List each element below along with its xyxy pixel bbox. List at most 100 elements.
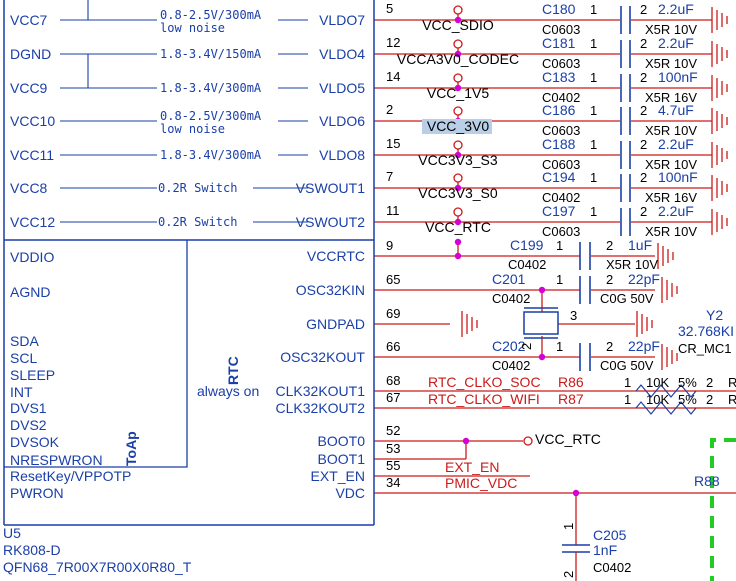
resistor-next-ref: R [728,375,736,390]
cap-value: 2.2uF [658,203,694,219]
pin-left-lower: SLEEP [10,367,55,383]
pin-left-lower: SCL [10,350,37,366]
pin-number: 5 [386,1,393,16]
pin-left-upper: VCC11 [10,147,54,163]
pin-left-upper: VCC8 [10,180,48,196]
pin-right-lower: BOOT0 [318,433,366,449]
rail-junction [454,84,462,92]
pin-right-upper: VLDO7 [319,12,365,28]
rail-name: VCC_RTC [425,219,491,235]
pin-right-lower: CLK32KOUT2 [276,400,366,416]
ldo-spec: 1.8-3.4V/300mA [160,148,262,162]
pin-number: 66 [386,339,400,354]
osc-junction [538,286,546,294]
pin-number: 12 [386,35,400,50]
c205-ref: C205 [593,527,627,543]
pin-right-lower: EXT_EN [311,468,365,484]
cap-rating: X5R 10V [645,224,697,239]
resistor-tol: 5% [678,375,697,390]
selection-highlight [422,119,492,134]
pin-number: 68 [386,373,400,388]
pin-number: 67 [386,390,400,405]
rail-name: VCC3V3_S3 [418,152,498,168]
pin-left-lower: VDDIO [10,249,54,265]
cap-package: C0603 [542,157,580,172]
low-noise-label: low noise [160,122,225,136]
rtc-block-label: RTC [225,356,241,385]
cap-ref: C186 [542,102,576,118]
cap-rating: X5R 10V [645,157,697,172]
pin-right-lower: BOOT1 [318,451,366,467]
cap-pin-2: 2 [640,137,647,152]
cap-pin-1: 1 [590,103,597,118]
cap-pin-1: 1 [590,137,597,152]
cap-value: 100nF [658,169,698,185]
pin-left-lower: AGND [10,284,50,300]
boot-net-name: VCC_RTC [535,431,601,447]
pin-left-lower: ResetKey/VPPOTP [10,468,131,484]
cap-rating: C0G 50V [600,358,654,373]
cap-package: C0402 [542,190,580,205]
rail-junction [454,218,462,226]
cap-pin-1: 1 [590,2,597,17]
cap-package: C0402 [508,257,546,272]
cap-rating: X5R 16V [645,190,697,205]
low-noise-label: low noise [160,21,225,35]
ldo-spec: 0.8-2.5V/300mA [160,109,262,123]
pin-left-upper: VCC7 [10,12,48,28]
test-point-VCC_RTC [453,207,463,217]
pin-right-lower: VCCRTC [307,248,365,264]
pin-right-lower: GNDPAD [306,316,365,332]
test-point-VCC3V3_S0 [453,173,463,183]
crystal-ref: Y2 [706,307,723,323]
cap-package: C0402 [492,291,530,306]
pmic-vdc-label: PMIC_VDC [445,475,517,491]
c205-pin-1: 1 [561,523,576,530]
test-point-VCC_1V5 [453,73,463,83]
rail-junction [454,50,462,58]
pin-right-upper: VSWOUT1 [296,180,365,196]
cap-ref: C202 [492,338,526,354]
pin-number: 52 [386,423,400,438]
cap-value: 2.2uF [658,35,694,51]
wires [60,6,736,581]
cap-value: 100nF [658,69,698,85]
cap-value: 1uF [628,237,652,253]
pin-left-upper: DGND [10,46,51,62]
pin-number: 34 [386,475,400,490]
cap-pin-2: 2 [640,70,647,85]
c205-value: 1nF [593,542,617,558]
pin-right-upper: VLDO4 [319,46,365,62]
cap-rating: X5R 16V [645,90,697,105]
pin-right-upper: VLDO5 [319,80,365,96]
rail-name: VCC_3V0 [427,118,489,134]
ldo-spec: 0.2R Switch [158,215,237,229]
cap-package: C0402 [492,358,530,373]
pin-right-lower: OSC32KIN [296,282,365,298]
cap-package: C0402 [542,90,580,105]
cap-pin-1: 1 [556,272,563,287]
pin-number: 69 [386,306,400,321]
test-point-VCC_3V0 [453,106,463,116]
resistor-zigzag [635,384,697,398]
cap-pin-2: 2 [640,170,647,185]
cap-pin-2: 2 [640,204,647,219]
pin-left-lower: INT [10,384,33,400]
cap-rating: X5R 10V [645,56,697,71]
crystal-part: CR_MC1 [678,341,731,356]
ldo-spec: 0.8-2.5V/300mA [160,8,262,22]
resistor-pin-1: 1 [624,392,631,407]
cap-ref: C183 [542,69,576,85]
pin-right-lower: CLK32KOUT1 [276,383,366,399]
crystal-pin-2: 2 [519,343,534,350]
pin-number: 55 [386,458,400,473]
pin-left-upper: VCC9 [10,80,48,96]
pin-number: 15 [386,136,400,151]
cap-ref: C199 [510,237,544,253]
cap-ref: C201 [492,271,526,287]
rail-name: VCCA3V0_CODEC [397,51,519,67]
pin-number: 7 [386,169,393,184]
resistor-value: 10K [646,375,669,390]
resistor-zigzag [635,401,697,415]
